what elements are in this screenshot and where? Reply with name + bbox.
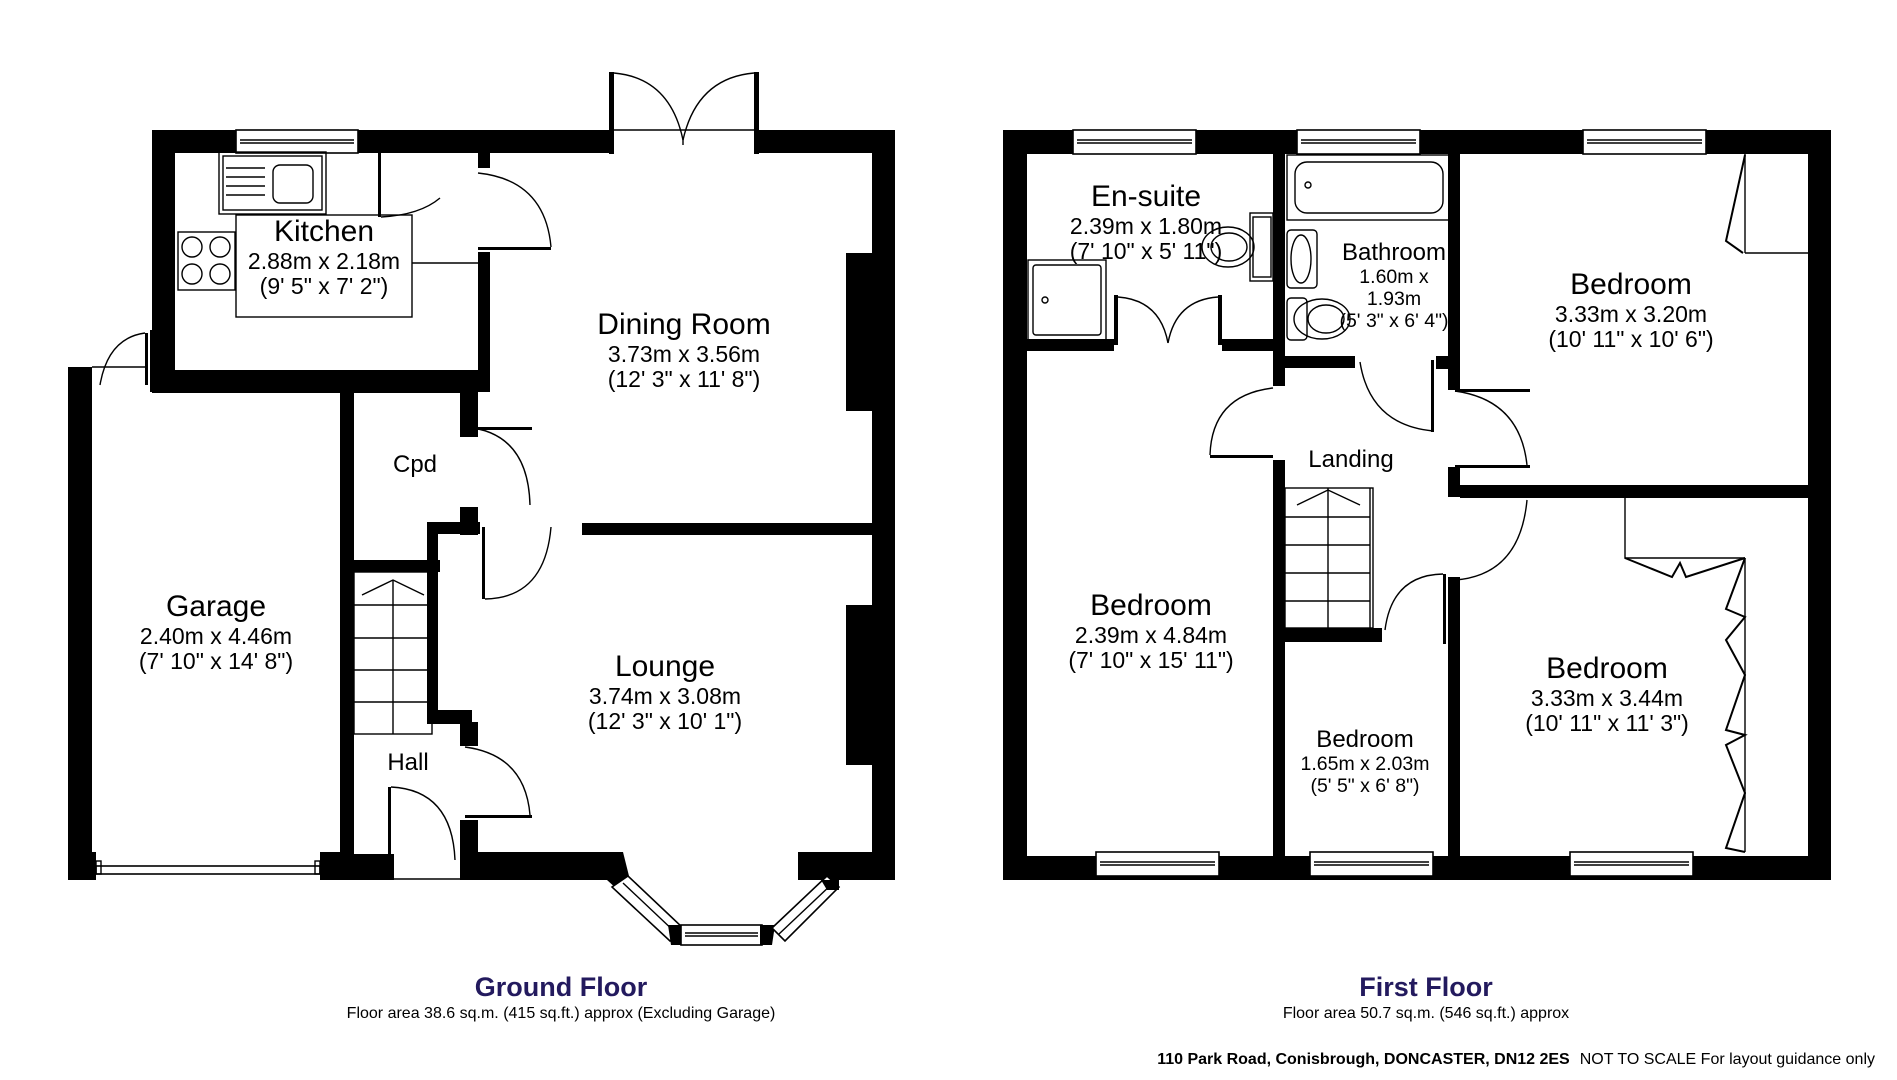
first-floor-plan <box>1003 129 1831 880</box>
room-imperial: (9' 5" x 7' 2") <box>259 273 389 300</box>
room-name: En-suite <box>1090 180 1202 213</box>
room-metric: 2.88m x 2.18m <box>247 247 401 274</box>
room-imperial: (7' 10" x 15' 11") <box>1068 647 1234 674</box>
ground-floor-caption: Ground Floor Floor area 38.6 sq.m. (415 … <box>347 972 776 1023</box>
room-bathroom: Bathroom 1.60m x 1.93m (5' 3" x 6' 4") <box>1339 239 1449 332</box>
room-name: Lounge <box>614 650 716 683</box>
room-name: Cpd <box>392 451 438 478</box>
room-metric: 2.39m x 4.84m <box>1074 621 1228 648</box>
ground-floor-title: Ground Floor <box>474 972 648 1002</box>
room-metric: 1.65m x 2.03m <box>1300 752 1430 775</box>
room-name: Bedroom <box>1090 589 1212 622</box>
room-imperial: (10' 11" x 11' 3") <box>1525 710 1689 737</box>
first-floor-title: First Floor <box>1359 972 1493 1002</box>
room-name: Bedroom <box>1570 268 1692 301</box>
ground-floor-area: Floor area 38.6 sq.m. (415 sq.ft.) appro… <box>346 1005 776 1022</box>
room-imperial: (7' 10" x 5' 11") <box>1069 238 1223 265</box>
room-metric: 3.33m x 3.20m <box>1554 300 1708 327</box>
room-metric: 2.40m x 4.46m <box>139 622 293 649</box>
room-imperial: (5' 5" x 6' 8") <box>1310 774 1420 797</box>
room-name: Landing <box>1308 446 1394 473</box>
room-lounge: Lounge 3.74m x 3.08m (12' 3" x 10' 1") <box>588 650 742 735</box>
ground-floor-plan <box>68 72 895 946</box>
first-floor-caption: First Floor Floor area 50.7 sq.m. (546 s… <box>1283 972 1569 1023</box>
room-kitchen: Kitchen 2.88m x 2.18m (9' 5" x 7' 2") <box>248 215 400 300</box>
room-name: Dining Room <box>597 308 771 341</box>
room-bedroom-small: Bedroom 1.65m x 2.03m (5' 5" x 6' 8") <box>1300 726 1430 798</box>
room-garage: Garage 2.40m x 4.46m (7' 10" x 14' 8") <box>139 590 293 675</box>
footer: 110 Park Road, Conisbrough, DONCASTER, D… <box>1157 1051 1875 1069</box>
room-metric: 3.73m x 3.56m <box>607 340 761 367</box>
room-imperial: (5' 3" x 6' 4") <box>1339 309 1449 332</box>
room-landing: Landing <box>1308 446 1394 474</box>
room-name: Bathroom <box>1341 239 1447 266</box>
room-bedroom-left: Bedroom 2.39m x 4.84m (7' 10" x 15' 11") <box>1068 589 1233 674</box>
room-imperial: (12' 3" x 11' 8") <box>607 366 761 393</box>
room-name: Bedroom <box>1316 726 1414 753</box>
room-metric: 3.74m x 3.08m <box>588 682 742 709</box>
room-name: Kitchen <box>273 215 375 248</box>
room-name: Hall <box>387 749 429 776</box>
room-bedroom-rear-right: Bedroom 3.33m x 3.44m (10' 11" x 11' 3") <box>1525 652 1689 737</box>
room-imperial: (7' 10" x 14' 8") <box>138 648 294 675</box>
room-hall: Hall <box>387 749 429 777</box>
first-floor-area: Floor area 50.7 sq.m. (546 sq.ft.) appro… <box>1282 1005 1570 1022</box>
room-name: Garage <box>165 590 267 623</box>
room-dining-room: Dining Room 3.73m x 3.56m (12' 3" x 11' … <box>597 308 770 393</box>
scale-disclaimer: NOT TO SCALE For layout guidance only <box>1579 1051 1875 1068</box>
room-cpd: Cpd <box>392 451 438 479</box>
room-en-suite: En-suite 2.39m x 1.80m (7' 10" x 5' 11") <box>1070 180 1223 265</box>
property-address: 110 Park Road, Conisbrough, DONCASTER, D… <box>1157 1051 1570 1068</box>
room-metric-line1: 1.60m x <box>1359 265 1429 288</box>
room-bedroom-front-right: Bedroom 3.33m x 3.20m (10' 11" x 10' 6") <box>1548 268 1713 353</box>
room-imperial: (12' 3" x 10' 1") <box>587 708 743 735</box>
room-metric: 3.33m x 3.44m <box>1530 684 1684 711</box>
room-metric-line2: 1.93m <box>1366 287 1422 310</box>
room-metric: 2.39m x 1.80m <box>1069 212 1223 239</box>
room-name: Bedroom <box>1546 652 1668 685</box>
room-imperial: (10' 11" x 10' 6") <box>1548 326 1714 353</box>
